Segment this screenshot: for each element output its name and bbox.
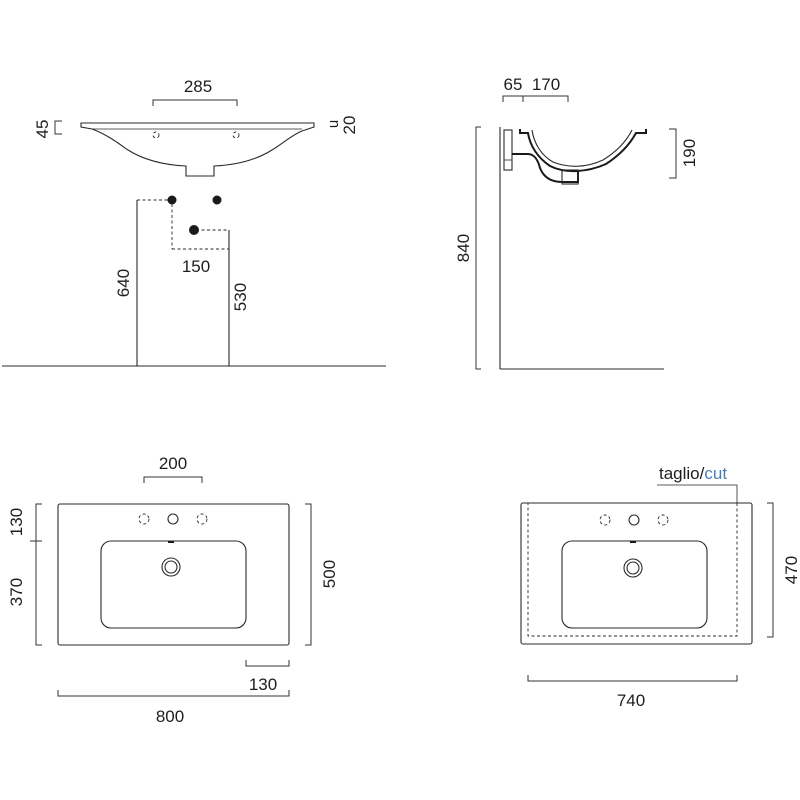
cut-tap-hole-left	[599, 514, 611, 526]
dim-45-line	[54, 120, 62, 135]
front-view: 285 45 u 20 150 640 530	[2, 77, 386, 367]
cut-label: taglio/cut	[659, 464, 727, 483]
dim-500-line	[305, 503, 312, 646]
cut-tap-hole-right	[657, 514, 669, 526]
inlet-left-dot	[167, 195, 177, 205]
dim-20-label: 20	[340, 116, 359, 135]
drain-dot	[189, 225, 199, 235]
cut-drain-outer	[623, 558, 643, 578]
plan-drain-inner	[164, 560, 178, 574]
dim-170-label: 170	[532, 75, 560, 94]
cut-label-leader	[657, 484, 738, 503]
dim-740-line	[527, 675, 738, 682]
basin-outline	[80, 122, 315, 177]
dim-285-line	[152, 99, 238, 106]
dim-190-label: 190	[680, 139, 699, 167]
dim-840-line	[475, 126, 481, 370]
dim-65-line	[502, 95, 524, 102]
cut-label-suffix: cut	[704, 464, 727, 483]
siphon-cap	[561, 169, 579, 185]
siphon-pipe	[512, 153, 579, 183]
inlet-right-dot	[212, 195, 222, 205]
front-tap-hole-right	[232, 131, 240, 139]
dim-840-label: 840	[454, 234, 473, 262]
dim-285-label: 285	[184, 77, 212, 96]
dim-170-line	[523, 95, 569, 102]
dim-right-marker: u	[325, 120, 342, 128]
dim-130-bottom-line	[245, 660, 290, 667]
cut-bowl	[561, 540, 708, 629]
basin-section-inner	[531, 129, 633, 167]
cut-view: taglio/cut 470 740	[520, 464, 800, 710]
dim-65-label: 65	[504, 75, 523, 94]
dim-640-label: 640	[114, 269, 133, 297]
side-view: 840 65 170 190	[454, 75, 699, 370]
plan-tap-hole-left	[138, 513, 150, 525]
cut-drain-inner	[626, 561, 640, 575]
dim-530-label: 530	[231, 283, 250, 311]
dim-200-line	[143, 476, 203, 483]
front-tap-hole-left	[152, 131, 160, 139]
plan-tap-hole-right	[196, 513, 208, 525]
dim-150-label: 150	[182, 257, 210, 276]
dim-130-top-label: 130	[7, 508, 26, 536]
plan-outline	[57, 503, 290, 646]
dim-800-line	[57, 690, 290, 697]
wall-bracket	[503, 129, 513, 171]
cut-line-dashed	[527, 502, 738, 637]
dim-370-label: 370	[7, 578, 26, 606]
cut-outline	[520, 502, 753, 645]
dim-800-label: 800	[156, 707, 184, 726]
dim-190-line	[669, 128, 677, 179]
dim-470-label: 470	[782, 556, 800, 584]
dim-500-label: 500	[320, 560, 339, 588]
dim-740-label: 740	[617, 691, 645, 710]
dim-130-bottom-label: 130	[249, 675, 277, 694]
plan-view: 200 130 370 500 130 800	[7, 454, 339, 726]
dim-45-label: 45	[33, 120, 52, 139]
plan-tap-hole-center	[167, 513, 179, 525]
cut-label-prefix: taglio/	[659, 464, 705, 483]
dim-200-label: 200	[159, 454, 187, 473]
plan-bowl	[100, 540, 247, 629]
plan-drain-outer	[161, 557, 181, 577]
cut-tap-hole-center	[628, 514, 640, 526]
dim-left-depth-line	[35, 503, 42, 646]
dim-470-line	[767, 502, 774, 638]
